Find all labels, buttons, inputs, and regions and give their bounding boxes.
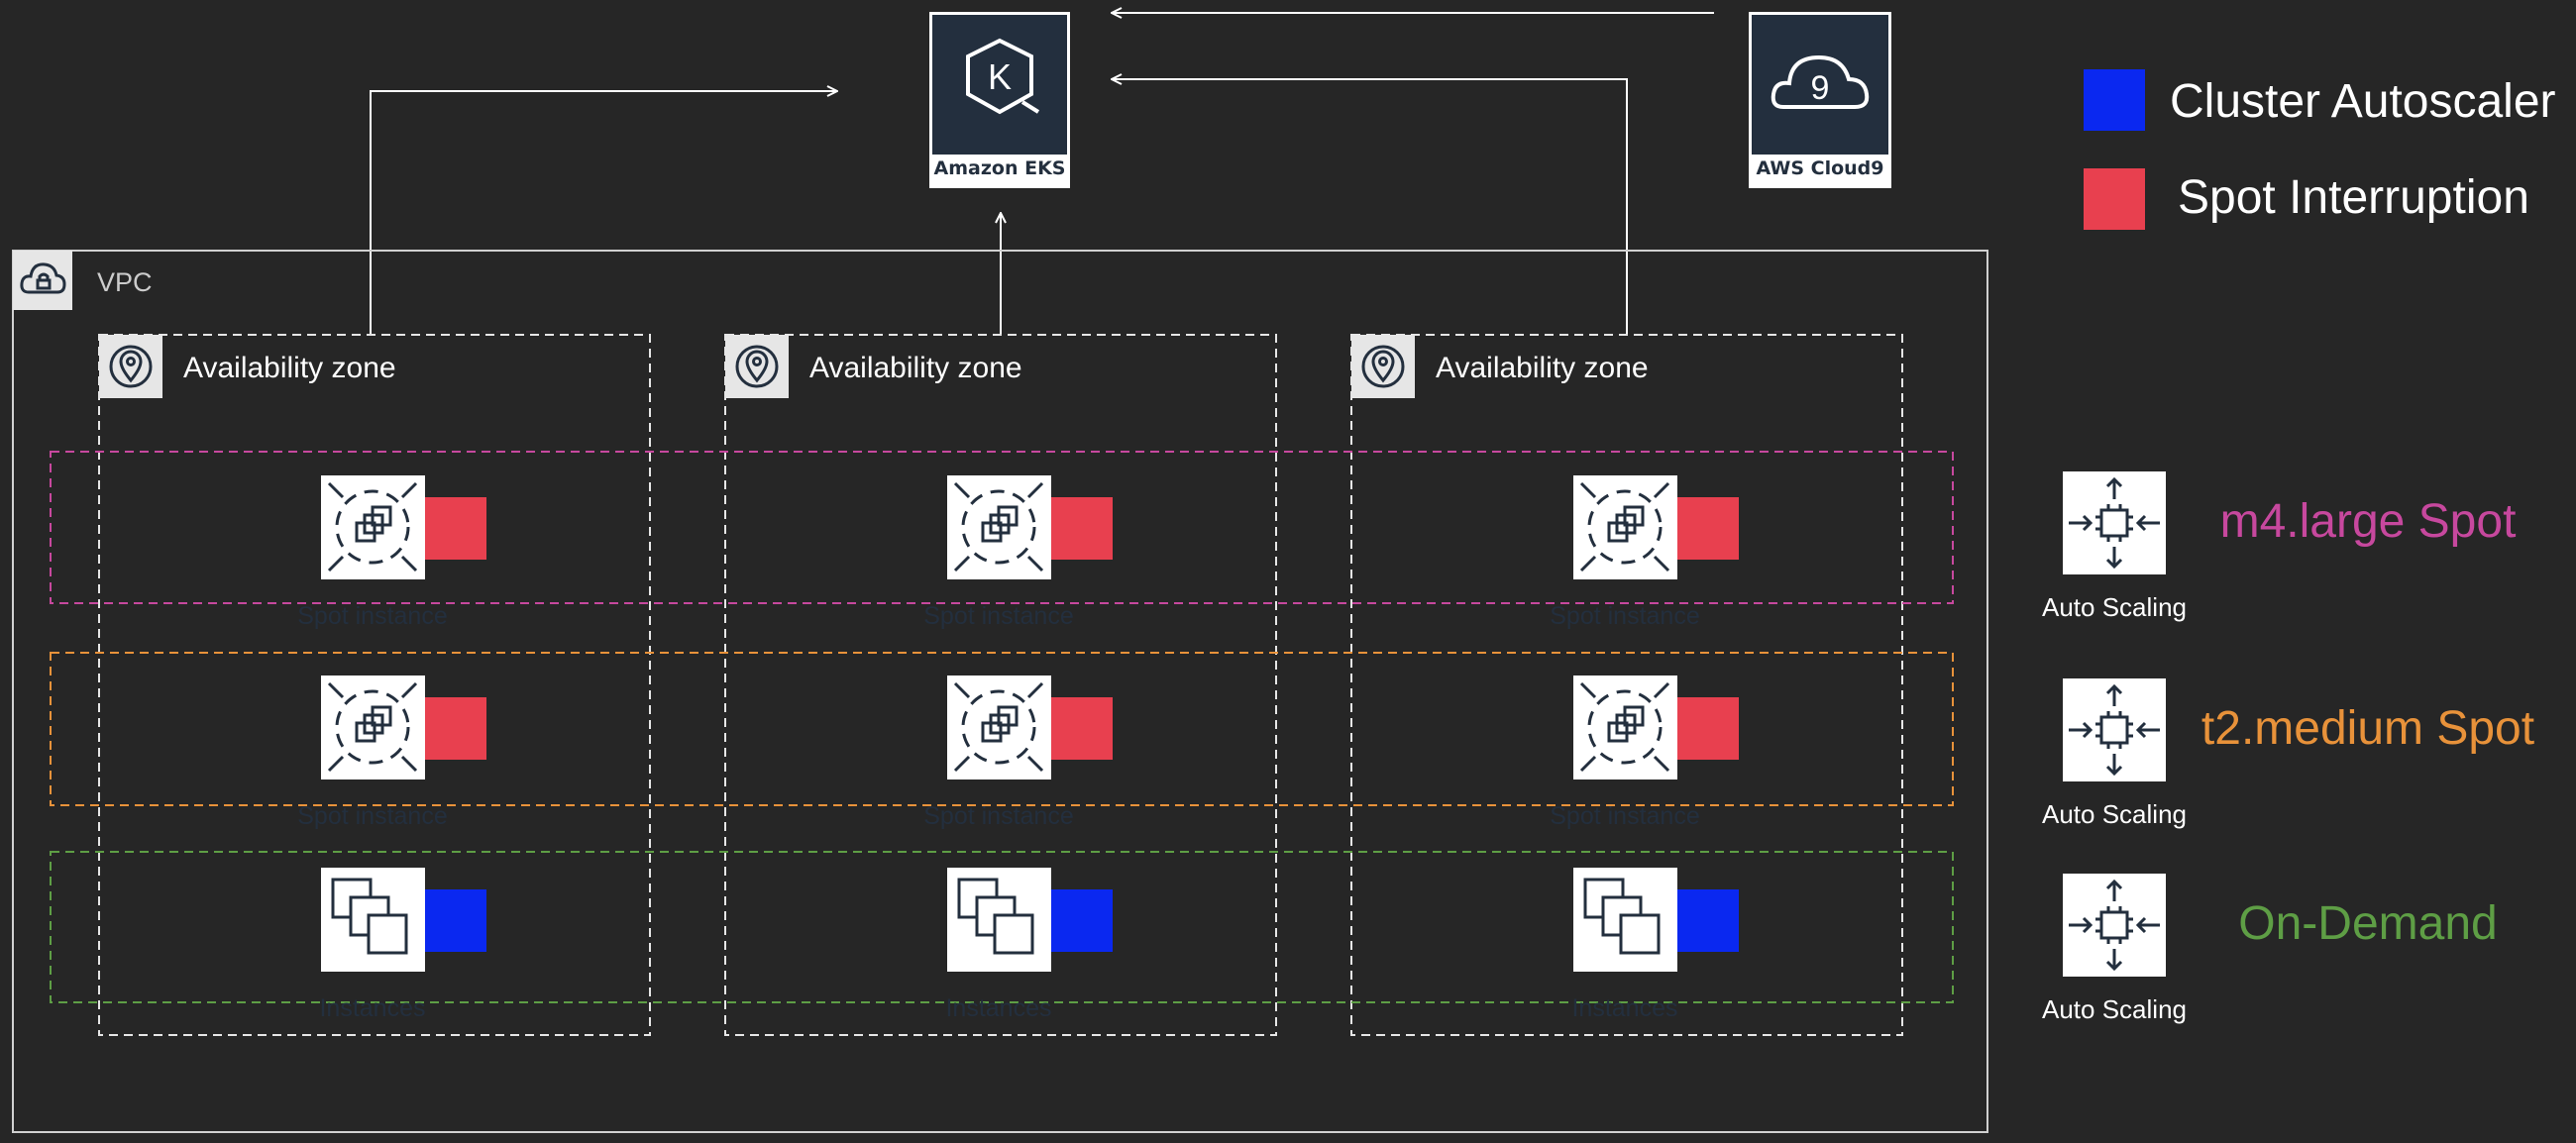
- instance-label: Instances: [1571, 994, 1677, 1022]
- spot-instance[interactable]: Spot instance: [1550, 675, 1739, 830]
- ec2-instances-icon: [331, 878, 408, 955]
- az-label: Availability zone: [183, 352, 396, 384]
- spot-interruption-badge: [1677, 697, 1739, 760]
- auto-scaling-icon: [2069, 476, 2160, 570]
- availability-zones: Availability zone Availability zone Availa…: [98, 334, 1903, 1036]
- cloud9-icon: 9: [1771, 54, 1870, 109]
- location-pin-icon: [735, 345, 779, 388]
- location-pin-icon: [109, 345, 153, 388]
- spot-row-band: [50, 652, 1954, 806]
- instance-label: Spot instance: [923, 802, 1074, 830]
- vpc-label: VPC: [97, 267, 153, 297]
- ondemand-row-band: [50, 851, 1954, 1003]
- instance-label: Spot instance: [923, 602, 1074, 630]
- vpc-container: VPC: [12, 250, 1988, 1133]
- auto-scaling-caption: Auto Scaling: [2042, 994, 2187, 1024]
- legend-interruption-swatch: [2084, 168, 2145, 230]
- auto-scaling-group-1: Auto Scaling m4.large Spot: [2042, 471, 2516, 622]
- spot-interruption-badge: [1051, 497, 1113, 560]
- auto-scaling-icon: [2069, 683, 2160, 777]
- spot-interruption-badge: [1677, 497, 1739, 560]
- eks-icon: K: [966, 38, 1040, 115]
- location-pin-icon: [1361, 345, 1405, 388]
- spot-instance[interactable]: Spot instance: [297, 475, 486, 630]
- az3-to-eks-arrow: [1112, 79, 1628, 334]
- legend-autoscaler-swatch: [2084, 69, 2145, 131]
- ondemand-instance[interactable]: Instances: [319, 868, 486, 1022]
- auto-scaling-caption: Auto Scaling: [2042, 799, 2187, 829]
- spot-instance-icon: [953, 681, 1044, 773]
- spot-interruption-badge: [425, 497, 486, 560]
- spot-row-band: [50, 451, 1954, 604]
- cluster-autoscaler-badge: [425, 889, 486, 952]
- group-name-label: t2.medium Spot: [2201, 702, 2534, 755]
- aws-cloud9-service[interactable]: 9 AWS Cloud9: [1749, 12, 1891, 188]
- legend-autoscaler-label: Cluster Autoscaler: [2170, 75, 2556, 128]
- spot-instance-icon: [1579, 481, 1670, 572]
- ondemand-instance[interactable]: Instances: [1571, 868, 1739, 1022]
- spot-instance[interactable]: Spot instance: [923, 675, 1113, 830]
- instance-label: Spot instance: [297, 602, 448, 630]
- auto-scaling-group-2: Auto Scaling t2.medium Spot: [2042, 678, 2534, 829]
- spot-instance-icon: [953, 481, 1044, 572]
- ec2-instances-icon: [957, 878, 1034, 955]
- spot-instance[interactable]: Spot instance: [923, 475, 1113, 630]
- cloud9-glyph: 9: [1811, 69, 1830, 107]
- amazon-eks-service[interactable]: K Amazon EKS: [929, 12, 1070, 188]
- az-label: Availability zone: [1436, 352, 1649, 384]
- auto-scaling-caption: Auto Scaling: [2042, 592, 2187, 622]
- group-name-label: On-Demand: [2238, 897, 2497, 950]
- availability-zone-3: Availability zone: [1350, 334, 1903, 1036]
- spot-instance-icon: [1579, 681, 1670, 773]
- instance-label: Spot instance: [297, 802, 448, 830]
- legend-interruption-label: Spot Interruption: [2178, 171, 2529, 224]
- instance-label: Instances: [945, 994, 1051, 1022]
- instance-label: Spot instance: [1550, 802, 1700, 830]
- auto-scaling-group-3: Auto Scaling On-Demand: [2042, 874, 2498, 1024]
- az-label: Availability zone: [809, 352, 1022, 384]
- spot-interruption-badge: [425, 697, 486, 760]
- spot-interruption-badge: [1051, 697, 1113, 760]
- group-name-label: m4.large Spot: [2220, 495, 2517, 548]
- cluster-autoscaler-badge: [1677, 889, 1739, 952]
- eks-label: Amazon EKS: [934, 157, 1066, 179]
- cluster-autoscaler-badge: [1051, 889, 1113, 952]
- spot-instance-icon: [327, 481, 418, 572]
- ondemand-instance[interactable]: Instances: [945, 868, 1113, 1022]
- spot-instance[interactable]: Spot instance: [297, 675, 486, 830]
- connectors: [370, 13, 1714, 334]
- auto-scaling-icon: [2069, 879, 2160, 972]
- eks-glyph: K: [988, 56, 1012, 97]
- az1-to-eks-arrow: [370, 91, 837, 334]
- instance-rows: [50, 451, 1954, 1003]
- instance-label: Instances: [319, 994, 425, 1022]
- cloud9-label: AWS Cloud9: [1757, 157, 1884, 179]
- legend: Cluster Autoscaler Spot Interruption: [2084, 69, 2556, 230]
- spot-instance[interactable]: Spot instance: [1550, 475, 1739, 630]
- ec2-instances-icon: [1583, 878, 1661, 955]
- vpc-cloud-lock-icon: [20, 262, 66, 294]
- availability-zone-1: Availability zone: [98, 334, 651, 1036]
- availability-zone-2: Availability zone: [724, 334, 1277, 1036]
- spot-instance-icon: [327, 681, 418, 773]
- instance-label: Spot instance: [1550, 602, 1700, 630]
